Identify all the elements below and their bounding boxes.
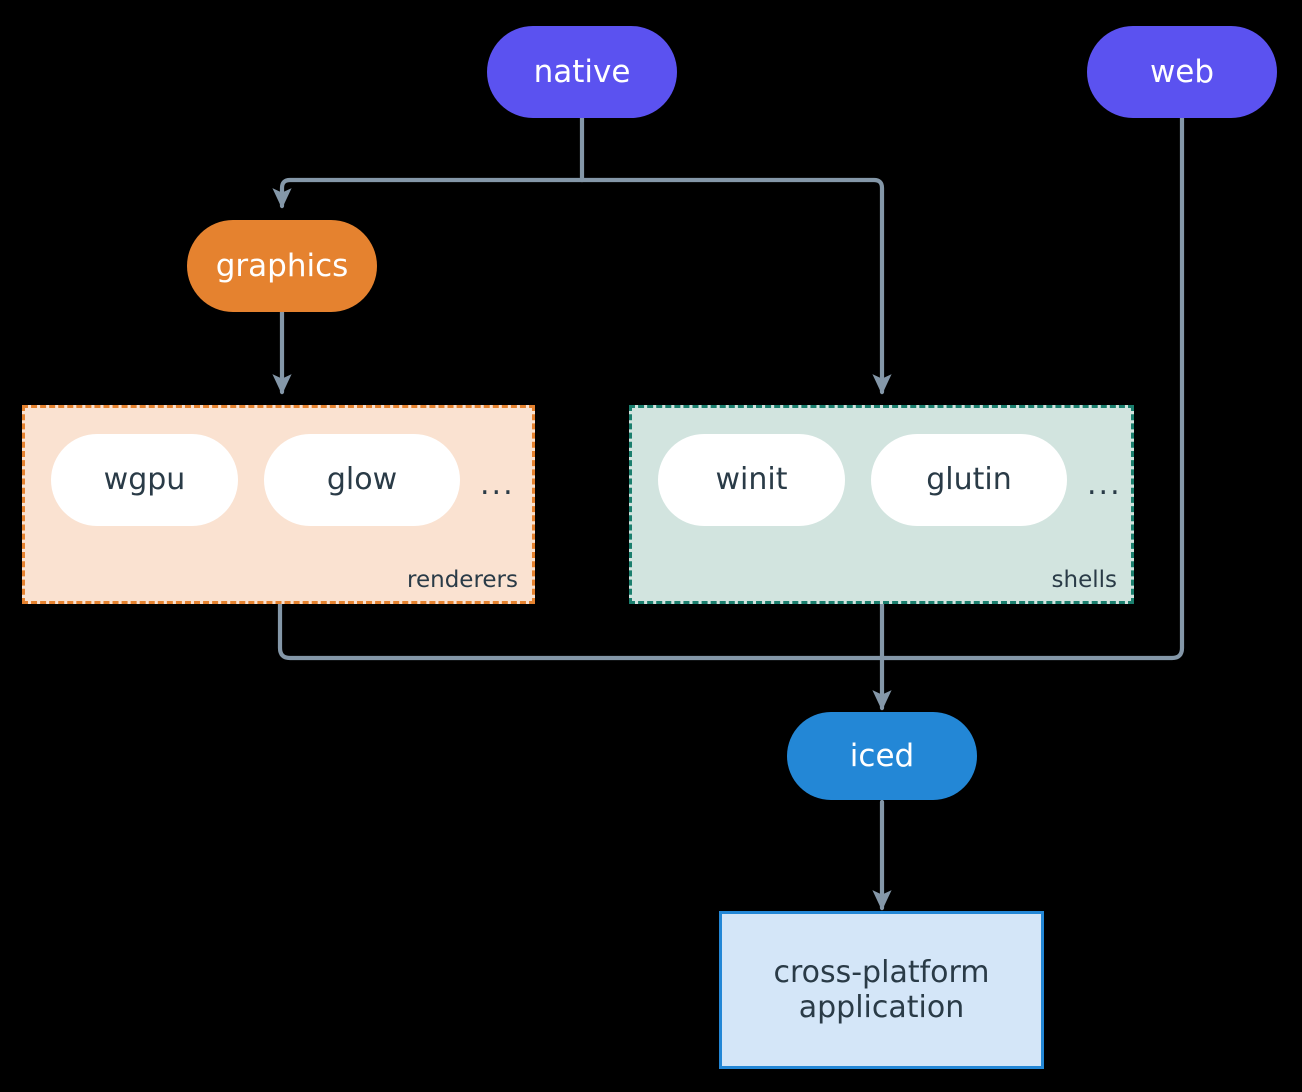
node-glutin-label: glutin [926,462,1012,498]
node-wgpu-label: wgpu [103,462,186,498]
node-wgpu[interactable]: wgpu [51,434,238,526]
node-winit-label: winit [715,462,788,498]
node-application-label: cross-platform application [773,954,990,1025]
node-glutin[interactable]: glutin [871,434,1067,526]
renderers-overflow-ellipsis: ... [480,467,515,502]
node-native[interactable]: native [487,26,677,118]
node-iced-label: iced [849,737,915,774]
node-web[interactable]: web [1087,26,1277,118]
group-shells: winit glutin ... shells [629,405,1134,604]
edge-native-graphics [272,177,585,209]
node-native-label: native [533,53,631,90]
node-iced[interactable]: iced [787,712,977,800]
node-graphics-label: graphics [215,247,349,284]
group-renderers: wgpu glow ... renderers [22,405,535,604]
edge-native-shells [579,177,892,395]
shells-overflow-ellipsis: ... [1087,467,1122,502]
group-shells-label: shells [1051,567,1117,593]
node-glow-label: glow [326,462,398,498]
node-cross-platform-application[interactable]: cross-platform application [719,911,1044,1069]
node-glow[interactable]: glow [264,434,460,526]
node-graphics[interactable]: graphics [187,220,377,312]
edge-renderers-iced [277,601,885,661]
node-winit[interactable]: winit [658,434,845,526]
group-renderers-label: renderers [407,567,518,593]
node-web-label: web [1149,53,1215,90]
